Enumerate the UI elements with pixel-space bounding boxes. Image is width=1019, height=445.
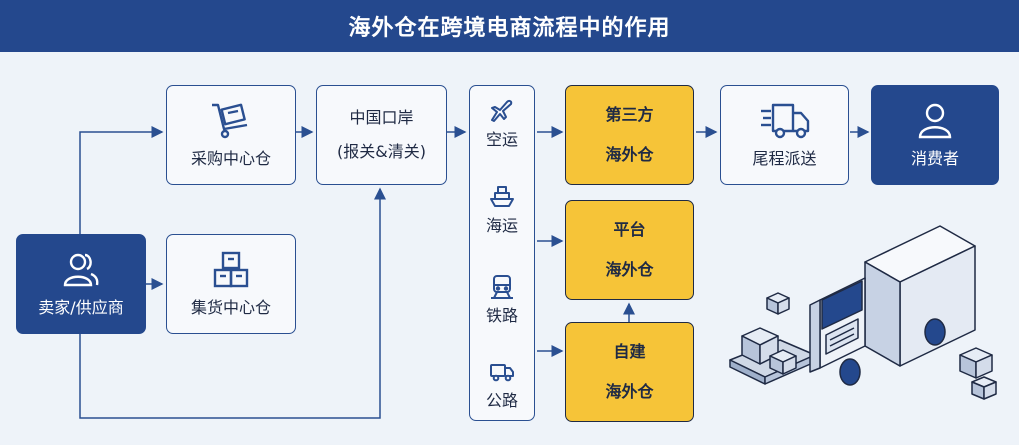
platform-label: 平台 [613,220,646,239]
node-third-party-warehouse: 第三方 海外仓 [565,85,694,185]
consolidation-center-label: 集货中心仓 [190,298,271,317]
china-port-label: 中国口岸 [349,108,414,127]
hand-cart-icon [212,103,248,139]
user-icon [918,103,952,139]
self-built-label: 自建 [613,342,646,361]
node-seller: 卖家/供应商 [16,234,146,334]
transport-air: 空运 [470,98,534,150]
page-title: 海外仓在跨境电商流程中的作用 [0,0,1019,52]
last-mile-label: 尾程派送 [752,149,817,168]
users-icon [63,253,99,287]
seller-label: 卖家/供应商 [38,298,124,317]
third-party-label: 第三方 [605,105,654,124]
transport-road-label: 公路 [485,391,518,410]
transport-sea-label: 海运 [485,216,518,235]
airplane-icon [491,99,513,122]
node-platform-warehouse: 平台 海外仓 [565,200,694,300]
transport-sea: 海运 [470,184,534,236]
node-self-built-warehouse: 自建 海外仓 [565,322,694,422]
node-china-port: 中国口岸 (报关&清关) [316,85,447,185]
procurement-center-label: 采购中心仓 [190,149,271,168]
node-consolidation-center: 集货中心仓 [166,234,296,334]
transport-air-label: 空运 [485,130,518,149]
node-procurement-center: 采购中心仓 [166,85,296,185]
arrow-seller-to-port [79,187,386,419]
boxes-icon [213,251,249,288]
node-last-mile: 尾程派送 [720,85,849,185]
transport-road: 公路 [470,359,534,411]
china-port-sublabel: (报关&清关) [337,142,426,161]
delivery-truck-icon [760,103,809,139]
node-consumer: 消费者 [871,85,999,185]
arrow-seller-to-procurement [79,126,164,234]
transport-modes: 空运 海运 [469,85,535,421]
ship-icon [490,186,514,207]
transport-rail: 铁路 [470,274,534,326]
transport-rail-label: 铁路 [485,306,518,325]
platform-sublabel: 海外仓 [605,260,654,279]
third-party-sublabel: 海外仓 [605,145,654,164]
self-built-sublabel: 海外仓 [605,382,654,401]
consumer-label: 消费者 [910,149,959,168]
train-icon [491,275,513,299]
truck-icon [490,364,514,382]
